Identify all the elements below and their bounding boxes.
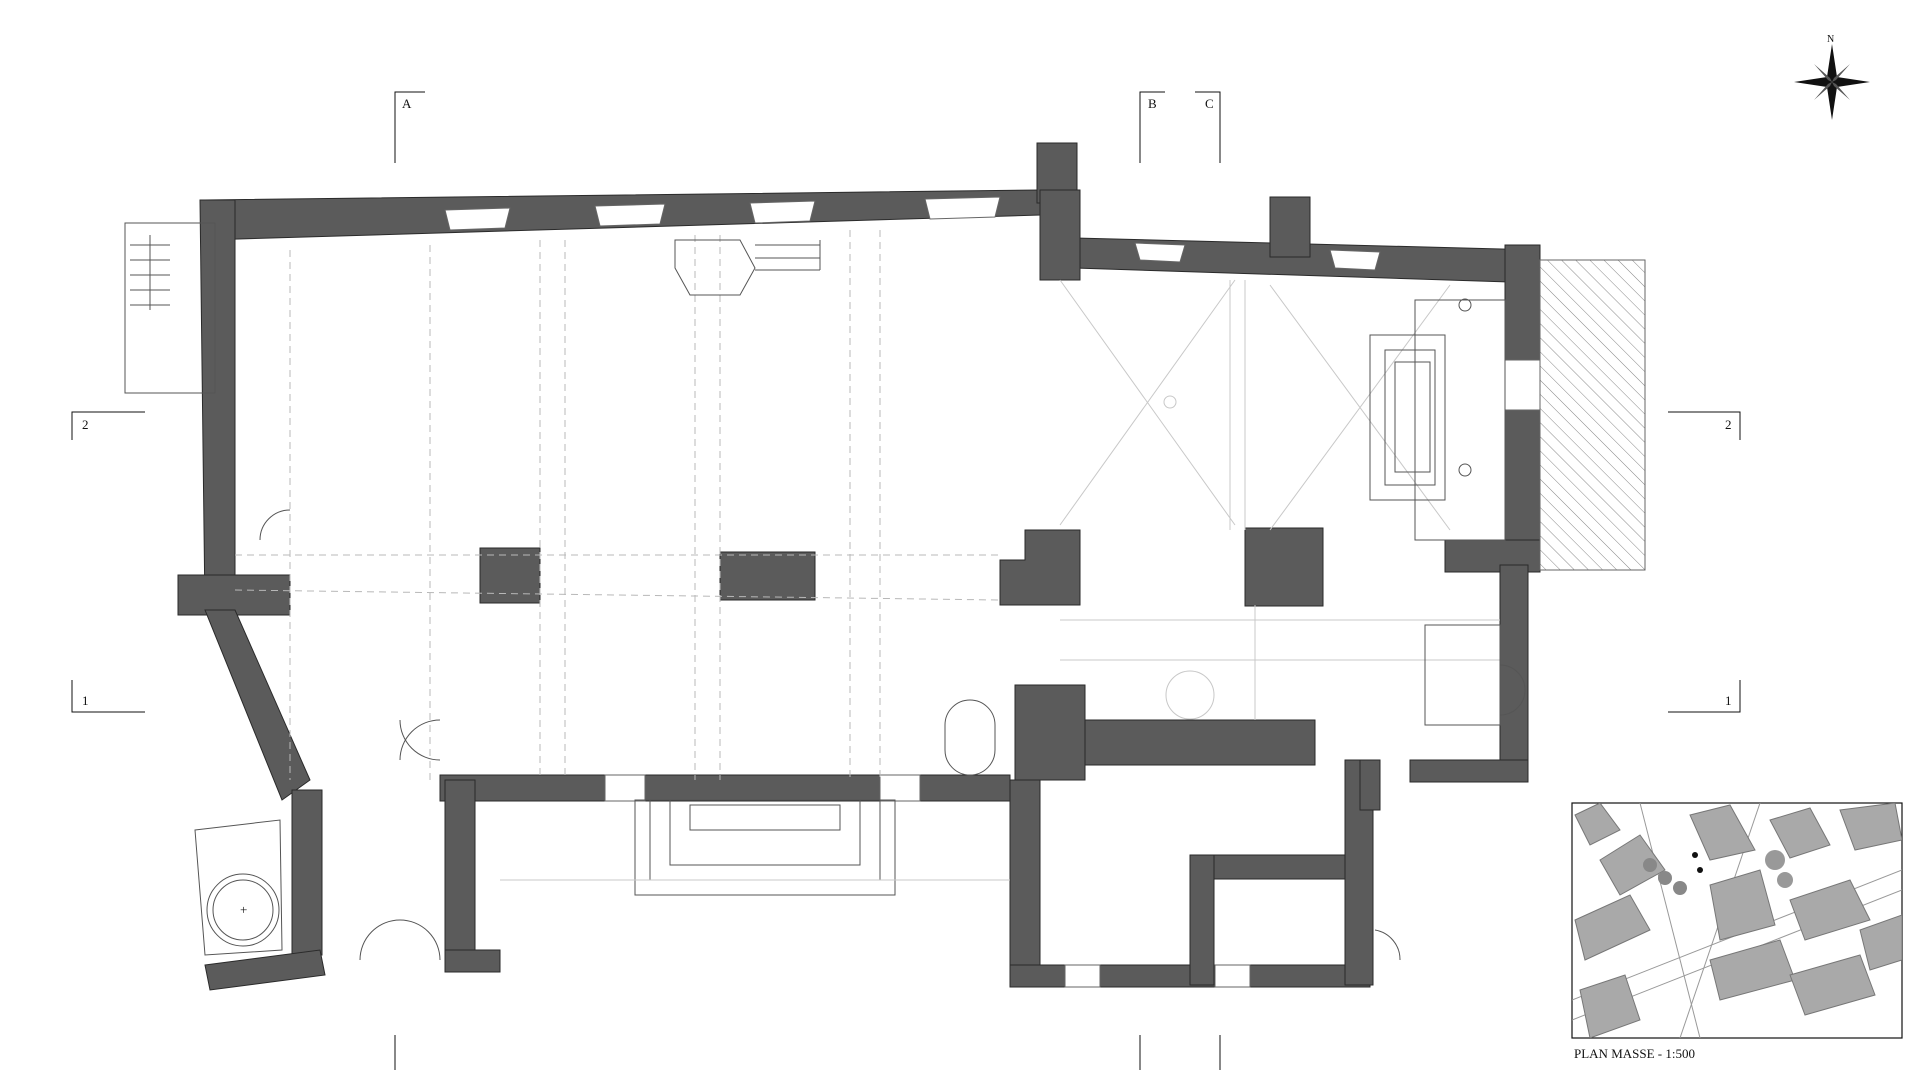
window-openings xyxy=(444,196,1541,988)
section-cut-1-left: 1 xyxy=(71,680,145,713)
section-cut-2-left: 2 xyxy=(71,411,145,440)
section-cut-c: C xyxy=(1195,91,1221,1070)
section-label-1-right: 1 xyxy=(1725,693,1732,708)
section-label-a: A xyxy=(402,96,412,111)
ceiling-lines xyxy=(234,230,1500,780)
south-porch xyxy=(500,799,1010,896)
section-cut-b: B xyxy=(1139,91,1165,1070)
north-compass-icon: N xyxy=(1794,34,1870,120)
stairs-and-doors xyxy=(124,222,1401,961)
section-label-b: B xyxy=(1148,96,1157,111)
interior-piers xyxy=(479,527,1324,607)
section-cut-2-right: 2 xyxy=(1668,411,1741,440)
section-label-2-right: 2 xyxy=(1725,417,1732,432)
section-cut-a: A xyxy=(394,91,425,1070)
section-cut-1-right: 1 xyxy=(1668,680,1741,713)
svg-text:+: + xyxy=(240,902,247,917)
well: + xyxy=(194,819,283,956)
section-label-2-left: 2 xyxy=(82,417,89,432)
section-label-c: C xyxy=(1205,96,1214,111)
section-label-1-left: 1 xyxy=(82,693,89,708)
adjacent-hatched-area xyxy=(1539,259,1646,571)
compass-north-label: N xyxy=(1827,34,1834,45)
site-plan-caption: PLAN MASSE - 1:500 xyxy=(1574,1046,1695,1061)
site-plan-inset: PLAN MASSE - 1:500 xyxy=(1571,802,1903,1061)
exterior-walls xyxy=(177,142,1541,991)
altar-area xyxy=(1369,298,1526,726)
